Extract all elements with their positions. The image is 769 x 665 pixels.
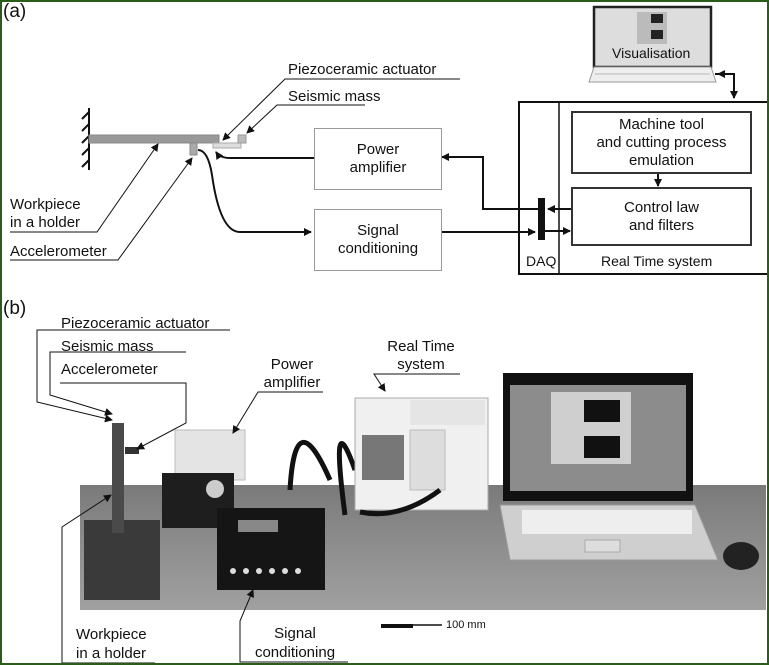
label-b-accelerometer: Accelerometer bbox=[61, 361, 158, 378]
leader-b-power-amp bbox=[232, 391, 323, 434]
leader-b-piezo bbox=[36, 329, 230, 423]
label-a-seismic: Seismic mass bbox=[288, 88, 381, 105]
leader-piezo bbox=[222, 78, 460, 141]
scale-bar-label: 100 mm bbox=[446, 619, 486, 631]
workpiece-beam bbox=[88, 134, 220, 144]
scale-bar bbox=[381, 624, 413, 628]
piezo-actuator-block bbox=[212, 142, 242, 149]
accelerometer-block bbox=[189, 142, 198, 156]
leader-accelerometer bbox=[10, 157, 193, 261]
leader-b-accelerometer bbox=[60, 382, 187, 450]
block-control-law: Control law and filters bbox=[571, 187, 752, 246]
label-b-seismic: Seismic mass bbox=[61, 338, 154, 355]
daq-connector bbox=[538, 198, 545, 240]
leader-seismic bbox=[246, 104, 365, 134]
power-amplifier-device bbox=[162, 429, 246, 528]
leader-workpiece bbox=[10, 143, 159, 233]
pxi-real-time-chassis bbox=[354, 397, 489, 511]
block-power-amplifier: Power amplifier bbox=[314, 128, 442, 190]
signal-conditioning-device bbox=[217, 508, 325, 590]
panel-b-letter: (b) bbox=[3, 298, 27, 319]
leader-b-signal bbox=[239, 589, 348, 663]
seismic-mass-block bbox=[237, 134, 247, 144]
cable-accelerometer bbox=[197, 149, 312, 236]
vise-holder bbox=[84, 423, 160, 600]
label-b-power-amplifier: Power amplifier bbox=[263, 356, 321, 391]
label-b-real-time: Real Time system bbox=[387, 338, 455, 373]
label-b-signal-conditioning: Signal conditioning bbox=[254, 625, 336, 661]
laptop-device bbox=[499, 373, 719, 561]
label-real-time-system: Real Time system bbox=[601, 253, 713, 269]
cable-actuator bbox=[215, 151, 315, 161]
label-a-accelerometer: Accelerometer bbox=[10, 243, 107, 260]
label-b-piezo: Piezoceramic actuator bbox=[61, 315, 210, 332]
block-signal-conditioning: Signal conditioning bbox=[314, 209, 442, 271]
leader-b-real-time bbox=[373, 373, 460, 392]
label-visualisation: Visualisation bbox=[612, 45, 691, 61]
label-a-piezo: Piezoceramic actuator bbox=[288, 61, 437, 78]
leader-b-seismic bbox=[49, 351, 186, 416]
block-machine-tool-emulation: Machine tool and cutting process emulati… bbox=[571, 111, 752, 174]
label-a-workpiece: Workpiece in a holder bbox=[10, 196, 81, 231]
label-b-workpiece: Workpiece in a holder bbox=[76, 626, 147, 662]
label-daq: DAQ bbox=[526, 253, 557, 269]
arrow-to-power-amp bbox=[441, 153, 541, 210]
laptop-icon bbox=[588, 5, 717, 83]
mouse-device bbox=[723, 542, 759, 570]
panel-a-letter: (a) bbox=[3, 1, 27, 22]
